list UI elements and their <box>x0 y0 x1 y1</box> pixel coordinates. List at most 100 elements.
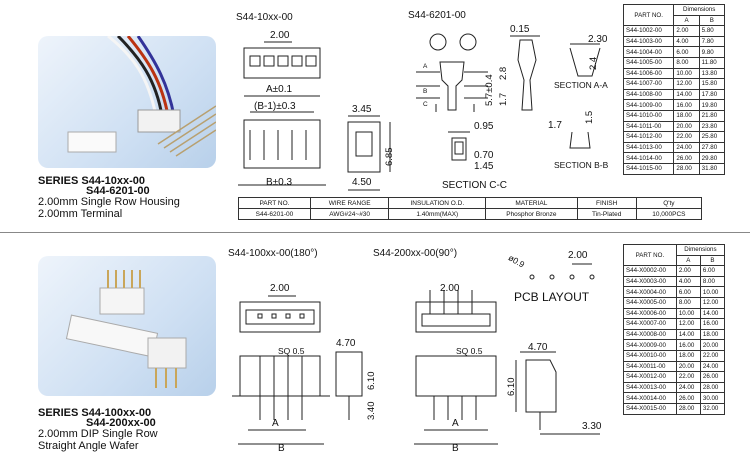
bottom-table-header-part: PART NO. <box>623 243 677 267</box>
dim-sq-180: SQ 0.5 <box>278 346 305 356</box>
table-cell-b: 12.00 <box>699 296 726 309</box>
section-a-a: SECTION A-A <box>554 80 608 90</box>
table-cell-part: S44-X0005-00 <box>623 296 677 309</box>
dim-450: 4.50 <box>352 177 372 188</box>
housing-part-label: S44-10xx-00 <box>236 12 293 23</box>
dim-b-minus-1: (B-1)±0.3 <box>254 101 296 112</box>
terminal-spec-table: PART NO. WIRE RANGE INSULATION O.D. MATE… <box>238 197 703 220</box>
marker-b: B <box>423 88 428 95</box>
table-cell-a: 18.00 <box>675 349 701 362</box>
housing-photo <box>38 34 217 168</box>
table-cell-b: 24.00 <box>699 360 726 373</box>
table-cell-a: 8.00 <box>675 296 701 309</box>
dim-pitch-90: 2.00 <box>440 283 460 294</box>
table-cell-b: 8.00 <box>699 275 726 288</box>
table-cell-part: S44-X0006-00 <box>623 307 677 320</box>
marker-c: C <box>423 101 428 108</box>
table-cell-b: 32.00 <box>699 402 726 415</box>
bottom-series-subtitle-1: 2.00mm DIP Single Row <box>38 428 158 440</box>
spec-part: S44-6201-00 <box>238 208 311 220</box>
table-cell-part: S44-X0014-00 <box>623 392 677 404</box>
section-divider <box>0 232 750 233</box>
table-cell-a: 12.00 <box>675 318 701 330</box>
table-cell-a: 14.00 <box>675 328 701 341</box>
pcb-layout-label: PCB LAYOUT <box>514 290 590 304</box>
table-cell-part: S44-X0003-00 <box>623 275 677 288</box>
table-cell-part: S44-X0008-00 <box>623 328 677 341</box>
table-cell-b: 30.00 <box>699 392 726 404</box>
bottom-series-title: SERIES S44-100xx-00 <box>38 407 152 419</box>
dim-145: 1.45 <box>474 161 494 172</box>
table-cell-a: 20.00 <box>675 360 701 373</box>
bottom-series-title-2: S44-200xx-00 <box>86 417 156 429</box>
top-series-subtitle-1: 2.00mm Single Row Housing <box>38 196 180 208</box>
wafer-90-label: S44-200xx-00(90°) <box>373 248 458 259</box>
table-cell-b: 31.80 <box>698 162 726 175</box>
dim-17b: 1.7 <box>548 120 562 131</box>
section-b-b: SECTION B-B <box>554 160 609 170</box>
wafer-photo <box>38 256 216 396</box>
table-cell-a: 24.00 <box>675 381 701 394</box>
dim-095: 0.95 <box>474 121 494 132</box>
table-cell-b: 16.00 <box>699 318 726 330</box>
table-cell-part: S44-X0009-00 <box>623 339 677 351</box>
dim-sq-90: SQ 0.5 <box>456 346 483 356</box>
dim-610-180: 6.10 <box>366 371 377 391</box>
table-cell-a: 22.00 <box>675 371 701 383</box>
table-cell-b: 6.00 <box>699 265 726 277</box>
bottom-table-header-dimensions: Dimensions <box>675 244 726 256</box>
table-cell-b: 10.00 <box>699 286 726 298</box>
table-cell-a: 28.00 <box>675 402 701 415</box>
dim-pitch: 2.00 <box>270 30 290 41</box>
table-cell-part: S44-X0002-00 <box>623 265 677 277</box>
dim-330: 3.30 <box>582 421 602 432</box>
table-cell-a: 4.00 <box>675 275 701 288</box>
dim-a-180: A <box>272 418 279 429</box>
table-cell-a: 2.00 <box>675 265 701 277</box>
dim-b-90: B <box>452 443 459 454</box>
table-cell-b: 20.00 <box>699 339 726 351</box>
table-cell-part: S44-X0013-00 <box>623 381 677 394</box>
table-cell-b: 22.00 <box>699 349 726 362</box>
bottom-table-header-b: B <box>699 254 726 267</box>
table-cell-part: S44-X0011-00 <box>623 360 677 373</box>
table-cell-b: 14.00 <box>699 307 726 320</box>
top-series-title: SERIES S44-10xx-00 <box>38 175 146 187</box>
table-cell-b: 26.00 <box>699 371 726 383</box>
housing-photo-illustration <box>67 34 217 157</box>
dim-345: 3.45 <box>352 104 372 115</box>
wafer-180-label: S44-100xx-00(180°) <box>228 248 318 259</box>
dim-pitch-pcb: 2.00 <box>568 250 588 261</box>
dim-340: 3.40 <box>366 401 377 421</box>
dim-470-180: 4.70 <box>336 338 356 349</box>
dim-610-90: 6.10 <box>506 377 517 397</box>
table-cell-part: S44-X0004-00 <box>623 286 677 298</box>
wafer-photo-illustration <box>65 270 187 388</box>
dim-470-90: 4.70 <box>528 342 548 353</box>
table-cell-b: 28.00 <box>699 381 726 394</box>
bottom-table-header-a: A <box>675 254 701 267</box>
dim-pitch-180: 2.00 <box>270 283 290 294</box>
spec-qty: 10,000PCS <box>635 208 703 220</box>
dim-b-180: B <box>278 443 285 454</box>
top-series-subtitle-2: 2.00mm Terminal <box>38 208 123 220</box>
dim-b: B±0.3 <box>266 177 293 188</box>
